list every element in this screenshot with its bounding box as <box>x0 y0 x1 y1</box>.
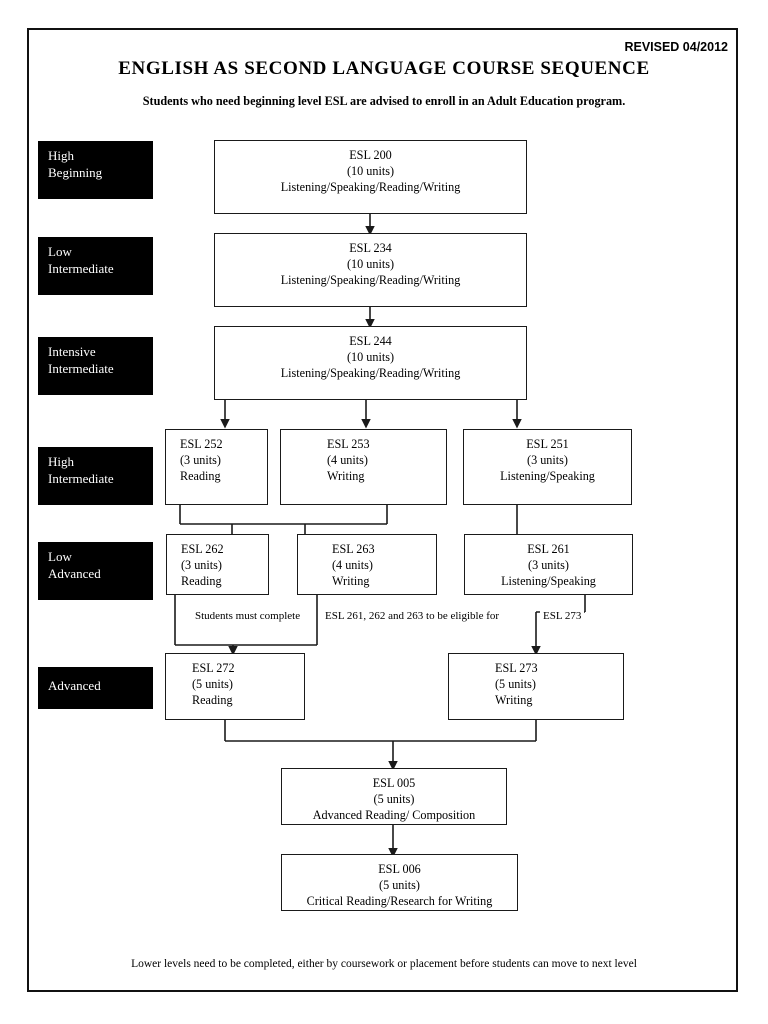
level-line-1: High <box>48 148 74 163</box>
course-units: (3 units) <box>181 558 222 573</box>
page-border <box>27 28 738 992</box>
eligibility-note-part3: ESL 273 <box>540 609 585 623</box>
level-line-1: Low <box>48 549 72 564</box>
course-units: (4 units) <box>332 558 373 573</box>
level-line-1: High <box>48 454 74 469</box>
course-skills: Reading <box>181 574 222 589</box>
course-code: ESL 252 <box>180 437 223 451</box>
course-box-esl-005[interactable]: ESL 005 (5 units) Advanced Reading/ Comp… <box>281 768 507 825</box>
course-code: ESL 200 <box>349 148 392 162</box>
course-box-esl-261[interactable]: ESL 261 (3 units) Listening/Speaking <box>464 534 633 595</box>
course-units: (3 units) <box>180 453 221 468</box>
course-code: ESL 272 <box>192 661 235 675</box>
course-skills: Critical Reading/Research for Writing <box>306 894 493 909</box>
course-units: (10 units) <box>346 164 395 179</box>
course-units: (5 units) <box>495 677 536 692</box>
level-line-2: Beginning <box>48 164 103 180</box>
course-units: (4 units) <box>327 453 368 468</box>
level-line-1: Advanced <box>48 678 101 693</box>
course-skills: Reading <box>180 469 221 484</box>
course-skills: Writing <box>332 574 370 589</box>
course-box-esl-273[interactable]: ESL 273 (5 units) Writing <box>448 653 624 720</box>
course-skills: Listening/Speaking/Reading/Writing <box>280 366 461 381</box>
course-box-esl-252[interactable]: ESL 252 (3 units) Reading <box>165 429 268 505</box>
course-code: ESL 253 <box>327 437 370 451</box>
level-line-2: Intermediate <box>48 360 114 376</box>
revision-date: REVISED 04/2012 <box>624 40 728 54</box>
course-skills: Advanced Reading/ Composition <box>312 808 476 823</box>
course-box-esl-244[interactable]: ESL 244 (10 units) Listening/Speaking/Re… <box>214 326 527 400</box>
course-skills: Writing <box>327 469 365 484</box>
course-units: (5 units) <box>373 792 415 807</box>
level-line-2: Advanced <box>48 565 101 581</box>
level-line-2: Intermediate <box>48 260 114 276</box>
course-code: ESL 005 <box>372 776 416 790</box>
level-badge-low-intermediate: Low Intermediate <box>38 237 153 295</box>
course-box-esl-263[interactable]: ESL 263 (4 units) Writing <box>297 534 437 595</box>
course-skills: Listening/Speaking <box>500 469 595 484</box>
level-line-2: Intermediate <box>48 470 114 486</box>
eligibility-note-part2: ESL 261, 262 and 263 to be eligible for <box>322 609 503 623</box>
course-skills: Listening/Speaking/Reading/Writing <box>280 273 461 288</box>
course-box-esl-234[interactable]: ESL 234 (10 units) Listening/Speaking/Re… <box>214 233 527 307</box>
eligibility-note-part1: Students must complete <box>192 609 304 623</box>
course-skills: Listening/Speaking <box>501 574 596 589</box>
course-skills: Reading <box>192 693 233 708</box>
page-title: ENGLISH AS SECOND LANGUAGE COURSE SEQUEN… <box>118 58 650 79</box>
course-skills: Listening/Speaking/Reading/Writing <box>280 180 461 195</box>
level-badge-high-intermediate: High Intermediate <box>38 447 153 505</box>
course-code: ESL 263 <box>332 542 375 556</box>
level-badge-advanced: Advanced <box>38 667 153 709</box>
course-box-esl-272[interactable]: ESL 272 (5 units) Reading <box>165 653 305 720</box>
course-units: (5 units) <box>192 677 233 692</box>
course-code: ESL 273 <box>495 661 538 675</box>
course-box-esl-200[interactable]: ESL 200 (10 units) Listening/Speaking/Re… <box>214 140 527 214</box>
course-units: (10 units) <box>346 350 395 365</box>
course-box-esl-251[interactable]: ESL 251 (3 units) Listening/Speaking <box>463 429 632 505</box>
course-code: ESL 251 <box>526 437 569 451</box>
course-box-esl-262[interactable]: ESL 262 (3 units) Reading <box>166 534 269 595</box>
page-subtitle: Students who need beginning level ESL ar… <box>142 94 626 108</box>
course-skills: Writing <box>495 693 533 708</box>
level-badge-intensive-intermediate: Intensive Intermediate <box>38 337 153 395</box>
level-badge-high-beginning: High Beginning <box>38 141 153 199</box>
course-code: ESL 261 <box>527 542 570 556</box>
course-box-esl-253[interactable]: ESL 253 (4 units) Writing <box>280 429 447 505</box>
course-code: ESL 244 <box>349 334 392 348</box>
course-units: (3 units) <box>528 558 569 573</box>
footer-note: Lower levels need to be completed, eithe… <box>131 958 637 970</box>
course-units: (10 units) <box>346 257 395 272</box>
course-code: ESL 006 <box>378 862 421 876</box>
level-badge-low-advanced: Low Advanced <box>38 542 153 600</box>
course-code: ESL 262 <box>181 542 224 556</box>
course-units: (3 units) <box>527 453 568 468</box>
course-box-esl-006[interactable]: ESL 006 (5 units) Critical Reading/Resea… <box>281 854 518 911</box>
course-units: (5 units) <box>379 878 420 893</box>
level-line-1: Low <box>48 244 72 259</box>
course-code: ESL 234 <box>349 241 392 255</box>
level-line-1: Intensive <box>48 344 96 359</box>
